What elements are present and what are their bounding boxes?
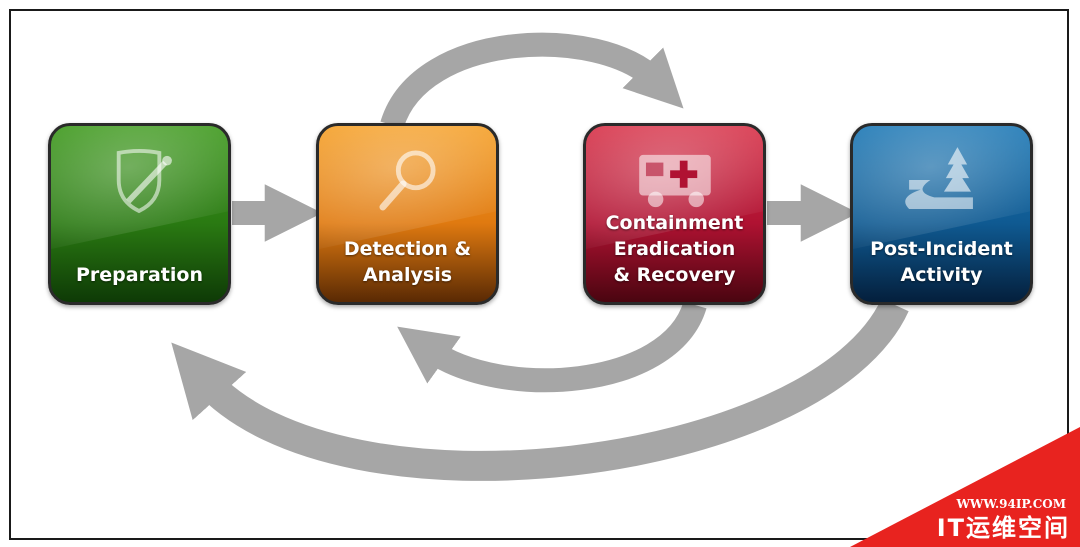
arc-post-to-prep <box>171 298 909 481</box>
phase-label: Detection & Analysis <box>343 238 472 286</box>
phase-containment-eradication-recovery: Containment Eradication & Recovery <box>583 123 766 305</box>
arc-detect-to-contain <box>380 32 684 130</box>
phase-label: Post-Incident Activity <box>870 238 1013 286</box>
watermark-brand: IT运维空间 <box>936 514 1070 542</box>
watermark-url: WWW.94IP.COM <box>956 497 1066 511</box>
magnifier-icon <box>379 150 436 211</box>
watermark-triangle <box>850 427 1080 547</box>
diagram-frame <box>9 9 1069 540</box>
road-tree-icon <box>905 147 973 210</box>
watermark: WWW.94IP.COM IT运维空间 <box>850 427 1080 547</box>
shield-syringe-icon <box>116 149 172 214</box>
ambulance-icon <box>639 154 711 208</box>
phase-preparation: Preparation <box>48 123 231 305</box>
phase-label: Containment Eradication & Recovery <box>605 212 744 286</box>
phase-detection-analysis: Detection & Analysis <box>316 123 499 305</box>
arc-contain-to-detect <box>397 300 707 393</box>
phase-post-incident-activity: Post-Incident Activity <box>850 123 1033 305</box>
phase-label: Preparation <box>76 264 203 286</box>
